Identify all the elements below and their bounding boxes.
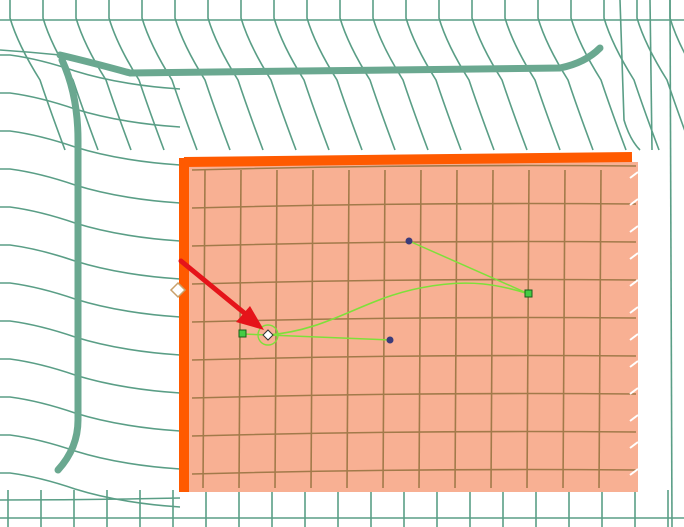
inner-grid-h bbox=[191, 278, 637, 285]
warp-line-h-top bbox=[0, 49, 61, 56]
inner-grid-h bbox=[191, 240, 637, 247]
ragged-tick bbox=[629, 468, 639, 476]
selection-box[interactable] bbox=[179, 152, 639, 492]
ragged-tick bbox=[629, 306, 639, 314]
warp-line-v bbox=[669, 0, 684, 54]
pointer-arrow-shaft bbox=[178, 258, 251, 319]
ragged-tick bbox=[629, 414, 639, 422]
selection-inner-grid bbox=[191, 164, 637, 489]
ragged-tick bbox=[629, 333, 639, 341]
warp-line-v bbox=[207, 0, 264, 151]
envelope-top-edge[interactable] bbox=[56, 44, 604, 77]
bezier-curve[interactable] bbox=[267, 282, 530, 336]
edge-midpoint[interactable] bbox=[169, 281, 187, 299]
selection-top-border[interactable] bbox=[183, 152, 633, 167]
warp-line-v bbox=[537, 0, 594, 151]
inner-grid-h bbox=[191, 468, 637, 475]
warp-line-v bbox=[649, 0, 653, 151]
anchor-right[interactable] bbox=[524, 289, 533, 298]
warp-line-v bbox=[306, 0, 363, 151]
active-anchor-hover-ring bbox=[257, 324, 279, 346]
inner-grid-v bbox=[562, 169, 566, 489]
warp-line-v bbox=[240, 0, 297, 151]
warp-line-v bbox=[339, 0, 396, 151]
ragged-tick bbox=[629, 171, 639, 179]
inner-grid-h bbox=[191, 164, 637, 171]
active-anchor[interactable] bbox=[262, 329, 274, 341]
envelope-left-edge[interactable] bbox=[54, 56, 82, 474]
anchor-left[interactable] bbox=[238, 329, 247, 338]
inner-grid-v bbox=[382, 169, 386, 489]
handle-top[interactable] bbox=[405, 237, 413, 245]
warp-line-v bbox=[570, 0, 627, 151]
inner-grid-v bbox=[310, 169, 314, 489]
ragged-tick bbox=[629, 252, 639, 260]
handle-line-bottom bbox=[267, 334, 391, 341]
inner-grid-h bbox=[191, 354, 637, 361]
warp-line-v bbox=[438, 0, 495, 151]
warp-line-v bbox=[9, 0, 66, 151]
warp-line-v bbox=[504, 0, 561, 151]
warp-line-v bbox=[75, 0, 132, 151]
ragged-tick bbox=[629, 198, 639, 206]
warp-line-v bbox=[141, 0, 198, 151]
inner-grid-v bbox=[454, 169, 458, 489]
inner-grid-h bbox=[191, 430, 637, 437]
warp-line-v bbox=[669, 0, 673, 527]
ragged-tick bbox=[629, 387, 639, 395]
handle-bottom[interactable] bbox=[386, 336, 394, 344]
inner-grid-h bbox=[191, 392, 637, 399]
warp-line-v bbox=[372, 0, 429, 151]
warp-line-v bbox=[108, 0, 165, 151]
pointer-arrow bbox=[178, 258, 264, 330]
warp-line-v bbox=[273, 0, 330, 151]
envelope-border[interactable] bbox=[54, 44, 604, 474]
warp-line-v bbox=[405, 0, 462, 151]
warp-line-h bbox=[0, 472, 181, 508]
warp-line-v bbox=[603, 0, 660, 151]
bezier-path-group[interactable] bbox=[238, 237, 533, 346]
selection-right-edge bbox=[629, 171, 639, 476]
inner-grid-v bbox=[418, 169, 422, 489]
inner-grid-v bbox=[490, 169, 494, 489]
ragged-tick bbox=[629, 279, 639, 287]
warp-line-v bbox=[636, 0, 684, 131]
warp-line-v bbox=[174, 0, 231, 151]
warp-line-h bbox=[0, 54, 181, 90]
inner-grid-v bbox=[346, 169, 350, 489]
inner-grid-v bbox=[526, 169, 530, 489]
ragged-tick bbox=[629, 441, 639, 449]
pointer-arrow-head bbox=[236, 306, 264, 330]
warp-line-h-bottom bbox=[0, 497, 181, 501]
warp-line-v bbox=[619, 0, 641, 151]
warp-line-h bbox=[0, 434, 181, 470]
inner-grid-v bbox=[598, 169, 602, 489]
handle-line-top bbox=[408, 240, 530, 295]
inner-grid-h bbox=[191, 202, 637, 209]
ragged-tick bbox=[629, 225, 639, 233]
ragged-tick bbox=[629, 360, 639, 368]
warp-line-v bbox=[471, 0, 528, 151]
